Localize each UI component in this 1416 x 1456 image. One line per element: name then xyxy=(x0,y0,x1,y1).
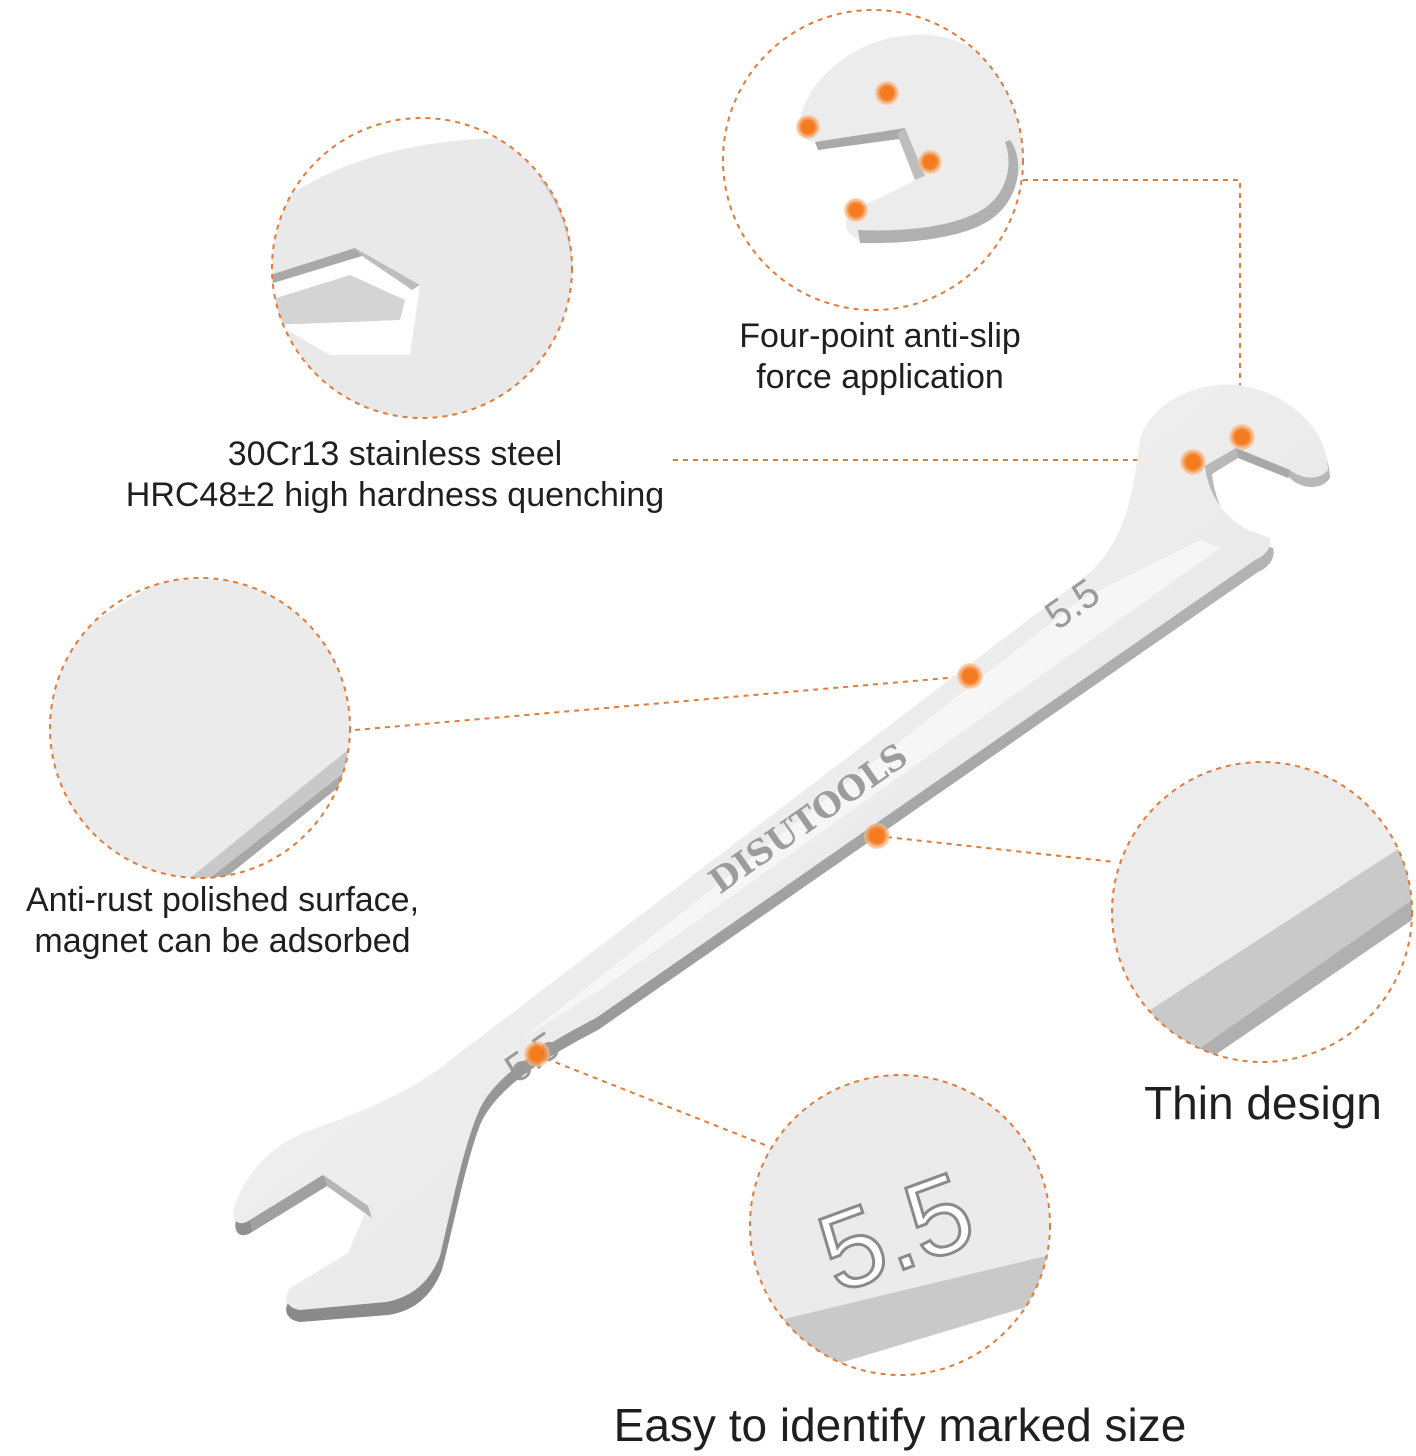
wrench-dots xyxy=(524,424,1255,1067)
label-steel: 30Cr13 stainless steel HRC48±2 high hard… xyxy=(90,434,700,516)
zoom-circle-anti-rust xyxy=(49,577,351,879)
zoom-circle-steel xyxy=(271,117,573,419)
dot-handle-edge xyxy=(864,823,890,849)
zoom-circle-thin xyxy=(1111,761,1413,1063)
dot-size-mark xyxy=(524,1041,550,1067)
label-marked-size: Easy to identify marked size xyxy=(560,1398,1240,1453)
label-thin-line1: Thin design xyxy=(1144,1077,1382,1129)
label-anti-rust: Anti-rust polished surface, magnet can b… xyxy=(0,880,445,962)
label-four-point-line1: Four-point anti-slip xyxy=(739,317,1021,355)
leader-anti-rust xyxy=(354,675,971,731)
bottom-jaw-inner-2 xyxy=(323,1175,372,1218)
label-marked-size-line1: Easy to identify marked size xyxy=(613,1399,1187,1451)
dot-handle-surface xyxy=(957,663,983,689)
leader-thin xyxy=(876,835,1116,863)
top-jaw-inner xyxy=(1236,448,1290,478)
bottom-jaw-inner xyxy=(250,1175,327,1232)
dot-jaw-1 xyxy=(1229,424,1255,450)
handle-highlight xyxy=(520,540,1220,1040)
label-anti-rust-line1: Anti-rust polished surface, xyxy=(25,881,420,919)
leader-marked-size xyxy=(536,1054,766,1146)
dot-jaw-2 xyxy=(1180,449,1206,475)
leader-four-point xyxy=(1023,179,1241,440)
zoom-circle-marked-size: 5.5 xyxy=(749,1074,1051,1376)
label-four-point: Four-point anti-slip force application xyxy=(700,316,1060,398)
top-jaw-inner-2 xyxy=(1205,448,1238,474)
leader-lines xyxy=(354,179,1241,1146)
label-steel-line2: HRC48±2 high hardness quenching xyxy=(125,475,665,514)
label-anti-rust-line2: magnet can be adsorbed xyxy=(34,921,411,960)
label-steel-line1: 30Cr13 stainless steel xyxy=(227,435,563,473)
label-four-point-line2: force application xyxy=(756,357,1004,396)
label-thin: Thin design xyxy=(1118,1076,1408,1131)
zoom-circle-four-point xyxy=(722,9,1024,311)
